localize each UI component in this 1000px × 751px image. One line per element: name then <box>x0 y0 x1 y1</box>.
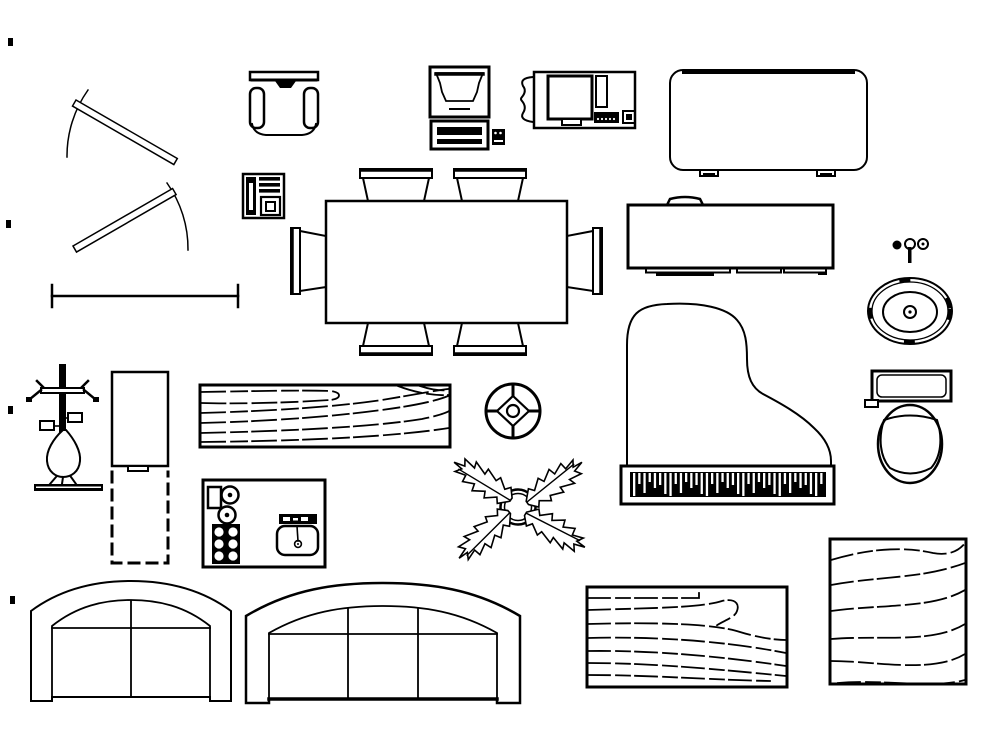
cabinet-body <box>110 370 170 468</box>
dining-table-six-chairs <box>290 168 603 356</box>
keypad <box>259 195 282 217</box>
keyboard <box>429 119 490 151</box>
grain-lines <box>829 541 967 685</box>
peg-right <box>67 412 83 423</box>
tap-right <box>917 238 929 250</box>
pole <box>59 364 66 436</box>
paper-tray <box>595 75 608 108</box>
grand-piano <box>619 302 836 506</box>
knob-1 <box>220 485 240 505</box>
drain-stopper <box>293 539 303 549</box>
dimension-line <box>50 283 240 309</box>
piano-body <box>626 302 832 468</box>
grain-lines <box>587 590 788 682</box>
chair-top-1 <box>361 177 431 203</box>
screen <box>434 72 485 102</box>
credenza <box>626 195 835 276</box>
handset <box>520 75 535 124</box>
computer-workstation <box>520 70 637 130</box>
switch-plate <box>206 485 223 510</box>
tank <box>870 369 953 403</box>
rounded-panel <box>669 69 868 177</box>
cabinet-dashed <box>110 370 170 565</box>
drain <box>903 305 917 319</box>
piano-keys <box>633 473 823 496</box>
office-chair <box>248 70 320 136</box>
potted-plant <box>445 449 593 569</box>
toilet <box>864 369 953 485</box>
vase-body <box>45 429 82 479</box>
inner-arch <box>268 605 498 700</box>
keypad <box>594 112 619 123</box>
bowl-inner <box>879 414 942 475</box>
door-swing-bottom <box>71 181 189 254</box>
chair-hub <box>275 81 296 88</box>
wood-plank-long <box>198 383 452 449</box>
wood-panel-square <box>828 537 968 686</box>
bowl <box>876 403 944 485</box>
chair-top-2 <box>455 177 525 203</box>
mouse <box>492 129 505 145</box>
basin-inner <box>882 291 938 333</box>
headboard-two-panel <box>30 579 232 702</box>
ceiling-fan <box>484 382 542 440</box>
headboard-frame <box>244 581 522 705</box>
armrest-left <box>248 86 266 130</box>
margin-marks <box>6 38 15 604</box>
chair-bottom-2 <box>455 321 525 347</box>
credenza-top <box>626 203 835 270</box>
chair-seat <box>250 122 318 136</box>
door-leaf <box>71 98 179 166</box>
armrest-right <box>302 86 320 130</box>
crossbar <box>40 387 85 394</box>
clearance-outline <box>110 470 170 565</box>
tap-left <box>892 240 902 250</box>
table-top <box>324 199 569 325</box>
peg-left <box>39 420 55 431</box>
monitor <box>428 65 491 119</box>
coat-rack <box>26 364 103 491</box>
sink-round <box>867 238 953 345</box>
grain-lines <box>200 384 451 443</box>
speaker <box>622 110 636 124</box>
chair-right <box>565 229 594 293</box>
door-leaf <box>71 187 178 254</box>
door-swing-top <box>66 88 179 166</box>
knob-2 <box>217 505 237 525</box>
wood-plank-medium <box>585 585 789 689</box>
fan-hub <box>505 403 521 419</box>
chair-bottom-1 <box>361 321 431 347</box>
handle <box>665 195 705 207</box>
chair-left <box>299 229 328 293</box>
laundry-unit <box>201 478 327 569</box>
desktop-computer <box>428 65 505 151</box>
swing-arc <box>165 181 189 251</box>
swing-arc <box>66 88 90 158</box>
flush-handle <box>864 399 879 408</box>
telephone <box>241 172 286 220</box>
headboard-three-panel <box>244 581 522 705</box>
inner-arch <box>51 599 211 698</box>
